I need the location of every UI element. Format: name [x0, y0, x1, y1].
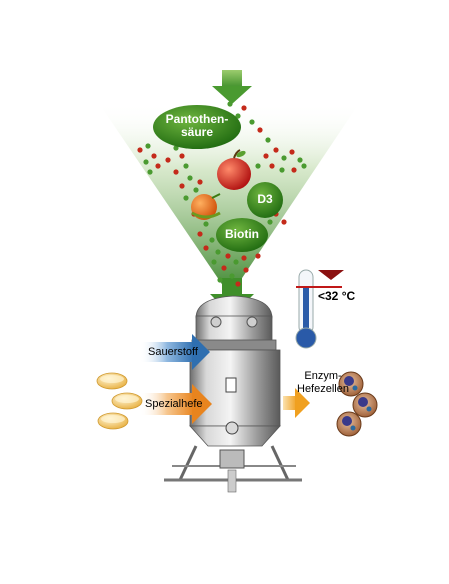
particle [179, 153, 185, 159]
thermometer-icon [295, 269, 344, 349]
temperature-label: <32 °C [318, 289, 356, 303]
particle [257, 127, 263, 133]
particle [267, 219, 273, 225]
particle [249, 119, 255, 125]
funnel-triangle [98, 102, 360, 296]
particle [155, 163, 161, 169]
tablet-icon [111, 392, 143, 410]
particle [281, 155, 287, 161]
particle [281, 219, 287, 225]
yeast-cell-icon [352, 392, 378, 418]
particle [229, 273, 235, 279]
particle [187, 175, 193, 181]
particle [255, 163, 261, 169]
particle [197, 179, 203, 185]
orange-icon [191, 193, 221, 220]
pantothenic-oval [153, 105, 241, 149]
apple-icon [217, 149, 251, 190]
particle [255, 253, 261, 259]
particle [209, 237, 215, 243]
oxygen-arrow [140, 334, 210, 370]
particle [289, 149, 295, 155]
particle [225, 253, 231, 259]
output-label: Enzym- Hefezellen [297, 370, 349, 395]
particle [269, 163, 275, 169]
particle [197, 231, 203, 237]
particle [203, 245, 209, 251]
tablet-icon [96, 372, 128, 390]
particle [173, 145, 179, 151]
fermenter-tank [164, 295, 302, 493]
particle [137, 147, 143, 153]
particle [279, 167, 285, 173]
yeast-cell-icon [336, 411, 362, 437]
particle [233, 259, 239, 265]
particle [241, 255, 247, 261]
particle [215, 249, 221, 255]
particle [217, 277, 223, 283]
biotin-label: Biotin [225, 227, 259, 241]
particle [183, 163, 189, 169]
particle [297, 157, 303, 163]
particle [291, 167, 297, 173]
yeast-arrow [140, 384, 212, 424]
particle [143, 159, 149, 165]
down-arrow-icon [212, 70, 252, 104]
oxygen-label: Sauerstoff [148, 346, 198, 358]
particle [235, 113, 241, 119]
particle [147, 169, 153, 175]
particle [273, 147, 279, 153]
particle [145, 143, 151, 149]
yeast-label: Spezialhefe [145, 398, 203, 410]
particle [165, 157, 171, 163]
particle [203, 221, 209, 227]
particle [235, 281, 241, 287]
d3-oval [247, 182, 283, 218]
particle [151, 153, 157, 159]
particle [193, 187, 199, 193]
particle [241, 105, 247, 111]
d3-label: D3 [257, 192, 273, 206]
particle [183, 195, 189, 201]
biotin-oval [216, 218, 268, 252]
particle [227, 101, 233, 107]
particle [263, 153, 269, 159]
particle [265, 137, 271, 143]
particle [179, 183, 185, 189]
particle [221, 265, 227, 271]
particle [211, 259, 217, 265]
particle [243, 267, 249, 273]
pantothenic-label: Pantothen- säure [165, 112, 229, 139]
yeast-cell-icon [338, 371, 364, 397]
particle [173, 169, 179, 175]
tablet-icon [97, 412, 129, 430]
output-arrow [283, 388, 310, 418]
particle [301, 163, 307, 169]
